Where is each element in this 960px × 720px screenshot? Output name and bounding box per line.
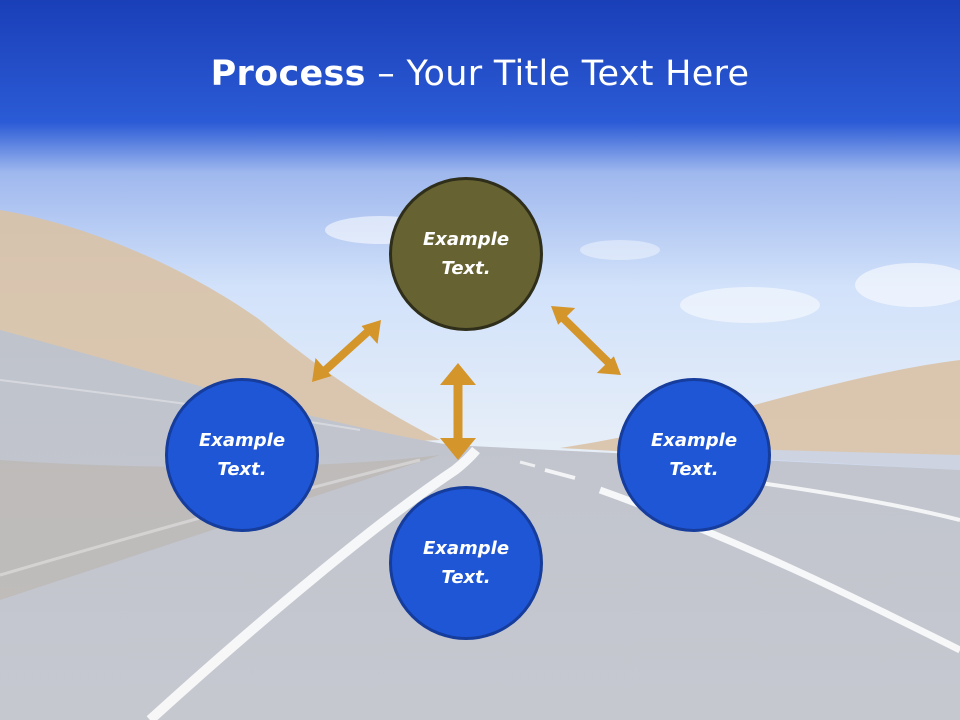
double-arrow-vertical (440, 363, 476, 460)
node-top-label: Example Text. (422, 229, 510, 279)
process-node-right: Example Text. (617, 378, 771, 532)
process-node-bottom: Example Text. (389, 486, 543, 640)
process-node-left: Example Text. (165, 378, 319, 532)
title-rest: Your Title Text Here (406, 54, 750, 94)
double-arrow-top-right (551, 306, 621, 375)
title-separator: – (377, 54, 396, 94)
slide-title: Process – Your Title Text Here (0, 50, 960, 98)
node-right-label: Example Text. (650, 430, 738, 480)
double-arrow-top-left (312, 320, 381, 382)
node-bottom-label: Example Text. (422, 538, 510, 588)
title-bold: Process (210, 54, 366, 94)
node-left-label: Example Text. (198, 430, 286, 480)
process-node-top: Example Text. (389, 177, 543, 331)
